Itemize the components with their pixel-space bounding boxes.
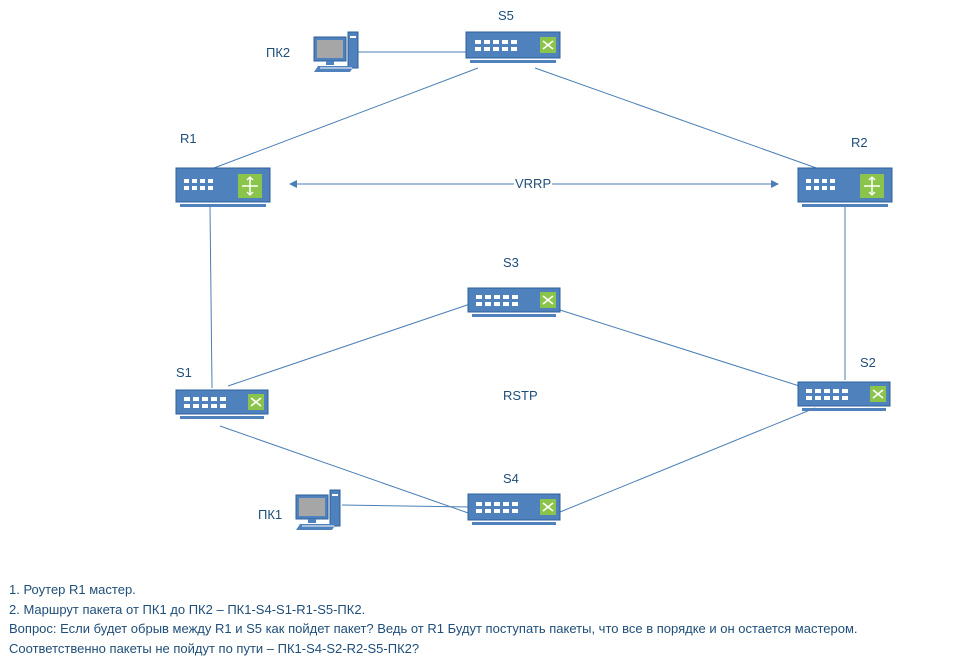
notes-block: 1. Роутер R1 мастер. 2. Маршрут пакета о… bbox=[9, 580, 954, 658]
label-s3: S3 bbox=[503, 255, 519, 270]
label-s4: S4 bbox=[503, 471, 519, 486]
link-r1-s1 bbox=[209, 206, 213, 389]
pc2-computer-icon[interactable] bbox=[313, 31, 359, 72]
link-s1-s3 bbox=[227, 301, 477, 387]
label-rstp: RSTP bbox=[503, 388, 538, 403]
link-s3-s2 bbox=[559, 309, 813, 391]
router-r1-icon[interactable] bbox=[175, 167, 271, 207]
label-s5: S5 bbox=[498, 8, 514, 23]
note-line: Соответственно пакеты не пойдут по пути … bbox=[9, 640, 420, 656]
label-r1: R1 bbox=[180, 131, 197, 146]
link-pc1-s4 bbox=[341, 504, 471, 508]
link-s5-r2 bbox=[534, 67, 823, 171]
switch-s4-icon[interactable] bbox=[467, 493, 561, 525]
router-r2-icon[interactable] bbox=[797, 167, 893, 207]
pc1-computer-icon[interactable] bbox=[295, 489, 341, 530]
note-line: Вопрос: Если будет обрыв между R1 и S5 к… bbox=[9, 621, 858, 636]
switch-s3-icon[interactable] bbox=[467, 287, 561, 317]
network-diagram bbox=[175, 31, 893, 530]
label-pc1: ПК1 bbox=[258, 507, 283, 522]
label-r2: R2 bbox=[851, 135, 868, 150]
link-s4-s2 bbox=[559, 407, 816, 513]
note-line: 1. Роутер R1 мастер. bbox=[9, 582, 136, 597]
link-s1-s4 bbox=[219, 425, 475, 516]
label-pc2: ПК2 bbox=[266, 45, 291, 60]
link-s5-r1 bbox=[213, 67, 479, 169]
switch-s2-icon[interactable] bbox=[797, 381, 891, 411]
label-s1: S1 bbox=[176, 365, 192, 380]
links bbox=[209, 51, 846, 516]
label-vrrp: VRRP bbox=[514, 176, 553, 191]
switch-s5-icon[interactable] bbox=[465, 31, 561, 63]
switch-s1-icon[interactable] bbox=[175, 389, 269, 419]
note-line: 2. Маршрут пакета от ПК1 до ПК2 – ПК1-S4… bbox=[9, 601, 366, 617]
label-s2: S2 bbox=[860, 355, 876, 370]
